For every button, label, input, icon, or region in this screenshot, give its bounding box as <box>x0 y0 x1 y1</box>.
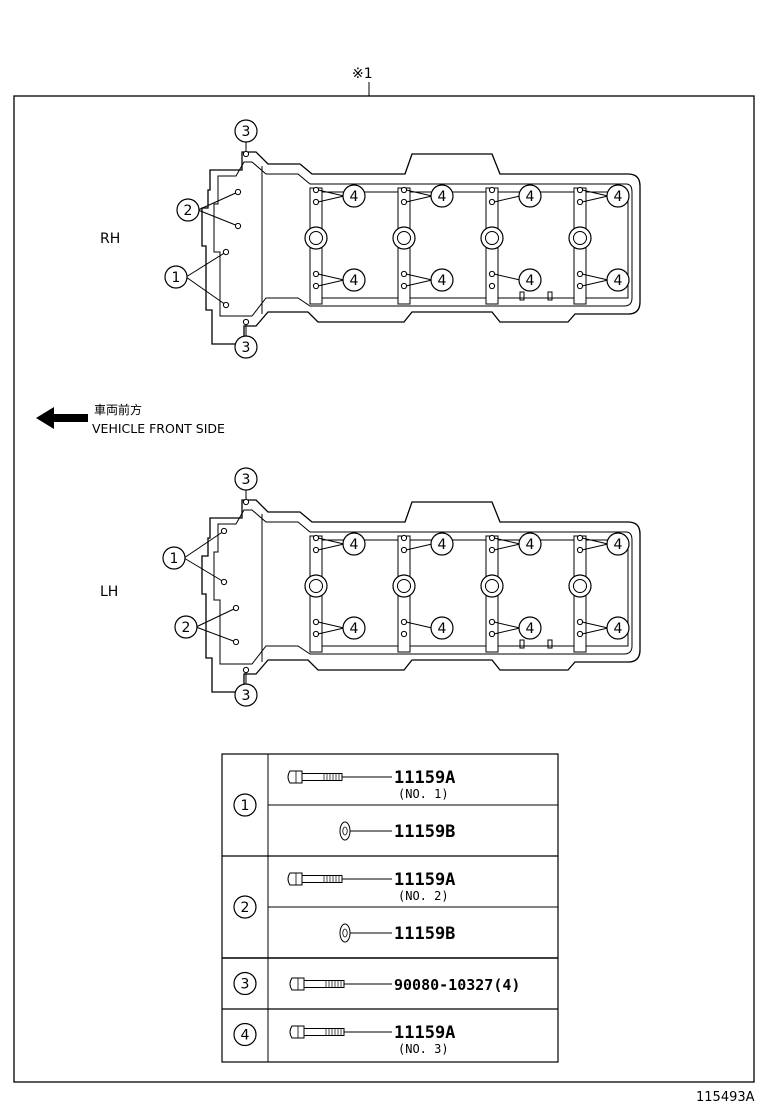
callout-1: 1 <box>164 265 188 289</box>
callout-4: 4 <box>233 1022 257 1047</box>
side-label-lh: LH <box>100 584 118 600</box>
part-note: (NO. 2) <box>398 889 449 903</box>
callout-4: 4 <box>518 532 542 556</box>
callout-4: 4 <box>518 184 542 208</box>
parts-row-3: 3 90080-10327(4) <box>233 971 520 996</box>
part-number: 11159B <box>394 924 455 944</box>
callout-4: 4 <box>342 184 366 208</box>
callout-4: 4 <box>606 616 630 640</box>
gasket-lh-drawing: 4 4 4 4 4 4 4 4 1 2 3 3 <box>162 467 641 707</box>
callout-number: 4 <box>350 273 359 289</box>
callout-4: 4 <box>606 268 630 292</box>
callout-number: 4 <box>438 189 447 205</box>
callout-1: 1 <box>162 546 186 570</box>
callout-number: 4 <box>438 621 447 637</box>
callout-2: 2 <box>176 198 200 222</box>
callout-number: 3 <box>242 688 251 704</box>
part-note: (NO. 1) <box>398 787 449 801</box>
callout-number: 4 <box>350 189 359 205</box>
callout-number: 4 <box>614 273 623 289</box>
washer-icon <box>339 821 351 841</box>
front-label-jp: 車両前方 <box>94 402 142 417</box>
callout-number: 4 <box>438 537 447 553</box>
callout-number: 4 <box>350 621 359 637</box>
callout-3: 3 <box>234 467 258 491</box>
washer-icon <box>339 923 351 943</box>
callout-2: 2 <box>174 615 198 639</box>
part-note: (NO. 3) <box>398 1042 449 1056</box>
callout-number: 4 <box>526 621 535 637</box>
callout-number: 2 <box>241 900 250 916</box>
parts-row-4: 4 11159A(NO. 3) <box>233 1022 455 1056</box>
callout-number: 3 <box>242 124 251 140</box>
callout-number: 4 <box>614 621 623 637</box>
front-label-en: VEHICLE FRONT SIDE <box>92 421 225 436</box>
callout-number: 4 <box>614 537 623 553</box>
callout-4: 4 <box>342 268 366 292</box>
callout-number: 1 <box>172 270 181 286</box>
callout-number: 2 <box>184 203 193 219</box>
part-number: 11159A <box>394 1023 455 1043</box>
callout-2: 2 <box>233 895 257 919</box>
callout-number: 4 <box>526 537 535 553</box>
callout-number: 4 <box>241 1028 250 1044</box>
parts-row-1: 1 11159A(NO. 1) 11159B <box>233 768 558 842</box>
bolt-icon <box>289 977 345 991</box>
bolt-icon <box>289 1025 345 1039</box>
arrow-left-icon <box>36 407 88 429</box>
callout-number: 4 <box>614 189 623 205</box>
callout-number: 4 <box>350 537 359 553</box>
callout-number: 3 <box>241 977 250 993</box>
callout-number: 3 <box>242 472 251 488</box>
reference-mark: ※1 <box>352 66 373 82</box>
outer-frame <box>13 95 755 1083</box>
callout-4: 4 <box>606 532 630 556</box>
callout-4: 4 <box>430 184 454 208</box>
callout-number: 4 <box>438 273 447 289</box>
callout-number: 4 <box>526 273 535 289</box>
callout-4: 4 <box>606 184 630 208</box>
callout-4: 4 <box>342 616 366 640</box>
callout-3: 3 <box>234 683 258 707</box>
callout-4: 4 <box>430 616 454 640</box>
part-number: 11159B <box>394 822 455 842</box>
callout-4: 4 <box>430 532 454 556</box>
side-label-rh: RH <box>100 231 120 247</box>
callout-3: 3 <box>234 335 258 359</box>
part-number: 90080-10327(4) <box>394 976 520 994</box>
gasket-rh-drawing: 4 4 4 4 4 4 4 4 2 1 3 3 <box>164 119 641 359</box>
parts-row-2: 2 11159A(NO. 2) 11159B <box>233 870 558 944</box>
part-number: 11159A <box>394 870 455 890</box>
callout-number: 2 <box>182 620 191 636</box>
callout-3: 3 <box>234 119 258 143</box>
callout-4: 4 <box>518 268 542 292</box>
callout-4: 4 <box>430 268 454 292</box>
callout-number: 4 <box>526 189 535 205</box>
callout-number: 3 <box>242 340 251 356</box>
part-number: 11159A <box>394 768 455 788</box>
callout-4: 4 <box>518 616 542 640</box>
callout-3: 3 <box>233 971 257 996</box>
figure-id: 115493A <box>696 1090 755 1105</box>
callout-number: 1 <box>241 798 250 814</box>
bolt-icon <box>287 770 343 784</box>
callout-4: 4 <box>342 532 366 556</box>
callout-number: 1 <box>170 551 179 567</box>
callout-1: 1 <box>233 793 257 817</box>
bolt-icon <box>287 872 343 886</box>
